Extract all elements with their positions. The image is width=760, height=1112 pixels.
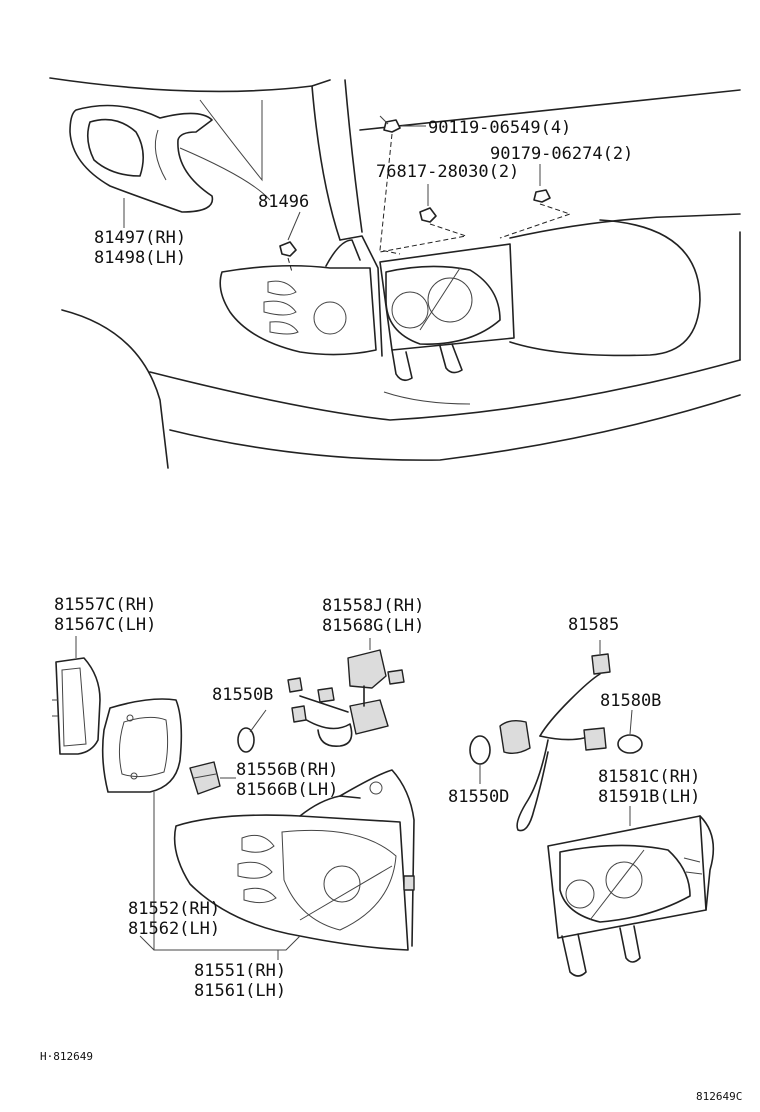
clip-76817 [419, 184, 437, 223]
label-socket-wire: 81585 [568, 615, 619, 635]
label-clip: 76817-28030(2) [376, 162, 519, 182]
label-lens-lh: 81567C(LH) [54, 615, 156, 635]
label-bulb-580: 81580B [600, 691, 661, 711]
label-lamp-r-rh: 81581C(RH) [598, 767, 700, 787]
bulb-81550d [469, 735, 491, 784]
label-reflector-rh: 81497(RH) [94, 228, 186, 248]
wire-harness-81558j [287, 638, 405, 747]
label-lens-rh: 81557C(RH) [54, 595, 156, 615]
gasket-81552 [101, 698, 183, 793]
label-lamp-rh: 81551(RH) [194, 961, 286, 981]
bulb-81550b [237, 709, 267, 753]
installed-lamp-left [219, 235, 383, 357]
upper-leader-lines [123, 133, 572, 273]
clip-81496 [279, 211, 301, 257]
footer-right-ref: 812649C [696, 1090, 742, 1103]
bolt-90119 [379, 115, 426, 133]
label-wire-rh: 81558J(RH) [322, 596, 424, 616]
label-socket-lh: 81566B(LH) [236, 780, 338, 800]
rear-reflector [69, 104, 214, 213]
label-bolt: 90119-06549(4) [428, 118, 571, 138]
label-wire-lh: 81568G(LH) [322, 616, 424, 636]
label-socket-rh: 81556B(RH) [236, 760, 338, 780]
label-bulb-b: 81550B [212, 685, 273, 705]
label-clip2: 81496 [258, 192, 309, 212]
lower-leader-lines [75, 636, 301, 960]
label-gasket-rh: 81552(RH) [128, 899, 220, 919]
installed-lamp-right [379, 243, 515, 382]
label-lamp-r-lh: 81591B(LH) [598, 787, 700, 807]
label-gasket-lh: 81562(LH) [128, 919, 220, 939]
label-bulb-d: 81550D [448, 787, 509, 807]
label-lamp-lh: 81561(LH) [194, 981, 286, 1001]
nut-90179 [533, 164, 551, 203]
label-nut: 90179-06274(2) [490, 144, 633, 164]
socket-81556b [189, 761, 236, 795]
footer-left-ref: H·812649 [40, 1050, 93, 1063]
bulb-81580b [617, 709, 643, 754]
vehicle-rear-body [49, 77, 741, 469]
lamp-81551 [173, 769, 415, 951]
lens-81557c [52, 657, 101, 755]
lamp-81581c [547, 806, 715, 977]
label-reflector-lh: 81498(LH) [94, 248, 186, 268]
socket-wire-81585 [499, 640, 611, 832]
